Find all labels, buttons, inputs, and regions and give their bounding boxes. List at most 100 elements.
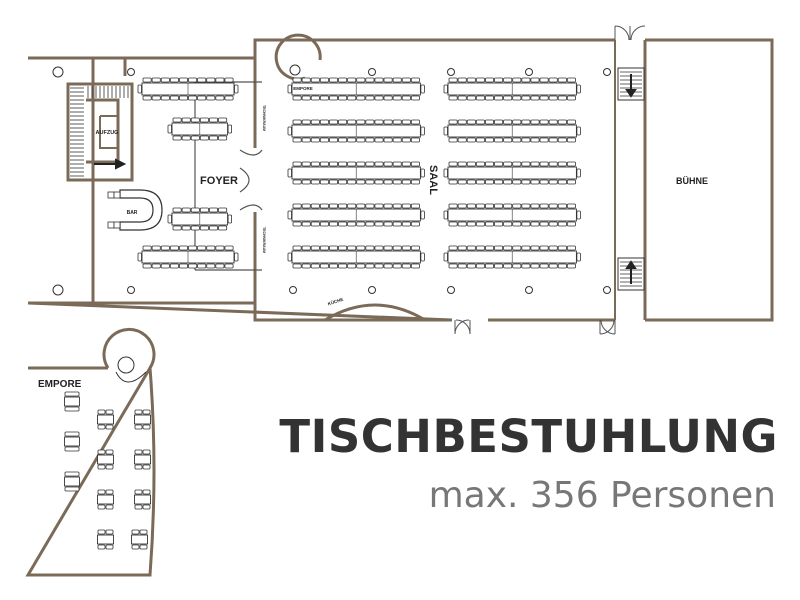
chair [521, 119, 531, 125]
table-row [137, 77, 239, 101]
chair [530, 137, 540, 143]
chair [374, 263, 384, 269]
capacity-subtitle: max. 356 Personen [428, 475, 776, 516]
chair [199, 207, 209, 213]
table-group [131, 529, 148, 550]
chair [208, 135, 218, 141]
table-row [287, 119, 425, 143]
chair [292, 179, 302, 185]
chair [301, 179, 311, 185]
table-group [97, 409, 114, 430]
chair [197, 95, 207, 101]
chair [356, 95, 366, 101]
chair [521, 77, 531, 83]
chair [512, 245, 522, 251]
chair [142, 409, 151, 415]
chair [105, 544, 114, 550]
chair [392, 179, 402, 185]
chair [557, 77, 567, 83]
chair [319, 263, 329, 269]
chair [484, 221, 494, 227]
chair [224, 77, 234, 83]
chair [512, 161, 522, 167]
chair [512, 203, 522, 209]
chair [301, 203, 311, 209]
chair [457, 179, 467, 185]
chair [292, 77, 302, 83]
chair [188, 245, 198, 251]
chair [530, 119, 540, 125]
empore-inset [25, 327, 156, 577]
chair [503, 119, 513, 125]
chair [206, 263, 216, 269]
table-group [64, 471, 80, 492]
chair [134, 464, 143, 470]
chair [420, 84, 425, 94]
chair [97, 504, 106, 510]
chair [328, 95, 338, 101]
chair [319, 161, 329, 167]
chair [328, 245, 338, 251]
chair [134, 504, 143, 510]
chair [557, 221, 567, 227]
chair [206, 77, 216, 83]
chair [475, 161, 485, 167]
table-row [443, 203, 581, 227]
room-label-bar: BAR [127, 210, 138, 216]
stairwell [66, 82, 134, 182]
chair [557, 137, 567, 143]
chair [484, 137, 494, 143]
chair [292, 221, 302, 227]
chair [365, 137, 375, 143]
chair [227, 124, 233, 134]
tables-and-chairs [137, 77, 581, 269]
chair [347, 203, 357, 209]
chair [310, 179, 320, 185]
chair [292, 95, 302, 101]
chair [494, 179, 504, 185]
chair [448, 245, 458, 251]
chair [566, 221, 576, 227]
chair [310, 95, 320, 101]
room-label-empore-inset: EMPORE [38, 379, 82, 390]
chair [521, 179, 531, 185]
table [64, 396, 80, 407]
chair [401, 137, 411, 143]
chair [188, 95, 198, 101]
chair [97, 464, 106, 470]
chair [475, 137, 485, 143]
chair [137, 84, 142, 94]
chair [566, 95, 576, 101]
chair [218, 225, 228, 231]
chair [576, 126, 581, 136]
chair [134, 409, 143, 415]
chair [576, 210, 581, 220]
chair [328, 137, 338, 143]
chair [548, 95, 558, 101]
table-row [443, 245, 581, 269]
chair [392, 203, 402, 209]
chair [374, 161, 384, 167]
chair [410, 263, 420, 269]
chair [566, 263, 576, 269]
chair [539, 203, 549, 209]
table-row [287, 77, 425, 101]
chair [475, 245, 485, 251]
chair [530, 221, 540, 227]
chair [338, 263, 348, 269]
chair [301, 77, 311, 83]
chair [530, 95, 540, 101]
chair [292, 245, 302, 251]
chair [566, 137, 576, 143]
chair [494, 137, 504, 143]
chair [160, 245, 170, 251]
chair [197, 77, 207, 83]
chair [494, 245, 504, 251]
chair [401, 77, 411, 83]
chair [410, 203, 420, 209]
chair [142, 263, 152, 269]
chair [142, 245, 152, 251]
table-group [97, 489, 114, 510]
chair [356, 137, 366, 143]
chair [521, 245, 531, 251]
